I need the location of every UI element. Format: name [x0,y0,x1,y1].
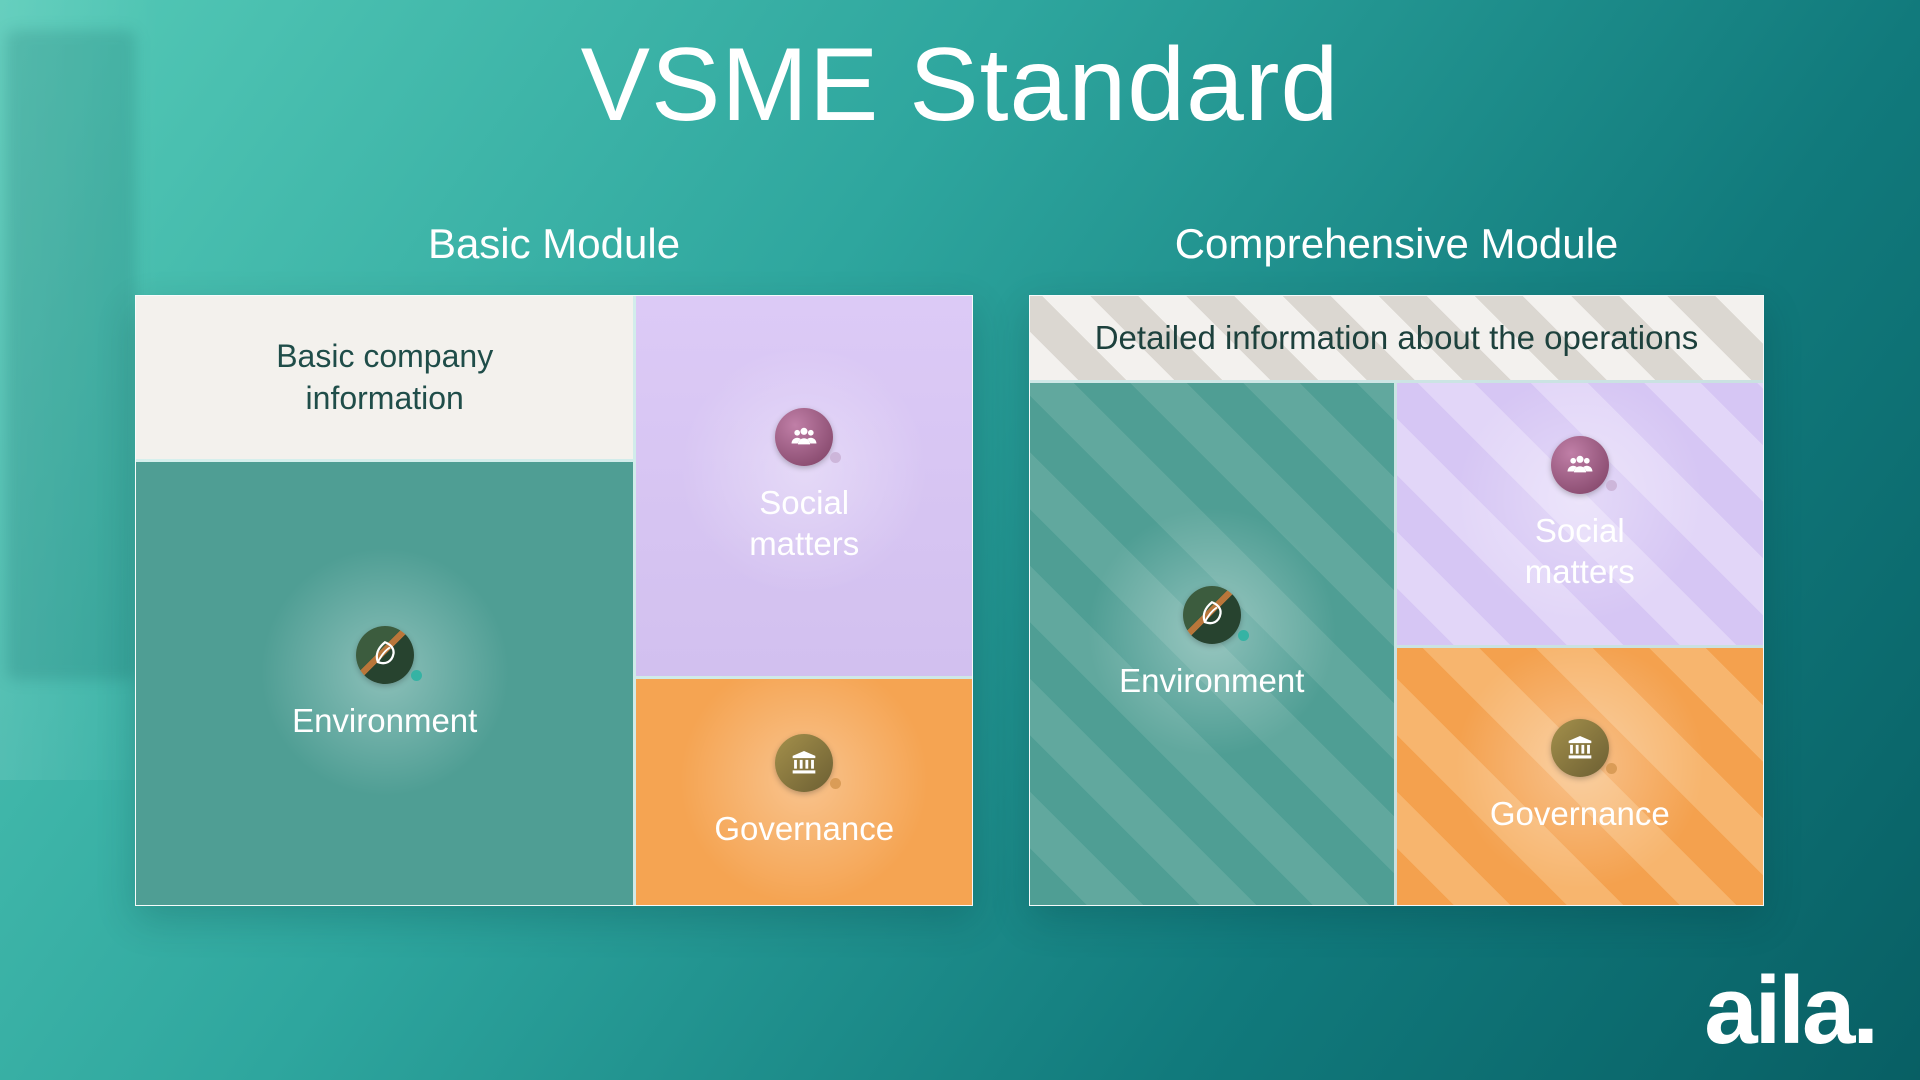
social-badge [775,407,842,466]
comprehensive-module-body: Environment [1030,383,1763,905]
detailed-information-band: Detailed information about the operation… [1030,296,1763,380]
comprehensive-module-heading: Comprehensive Module [1174,220,1619,267]
environment-label: Environment [292,701,478,739]
environment-dot [410,669,422,681]
governance-badge [1550,718,1617,777]
comprehensive-environment-cell: Environment [1030,383,1394,905]
basic-module-heading: Basic Module [427,220,681,267]
basic-governance-cell: Governance [636,679,972,905]
leaf-icon [375,640,395,665]
social-dot [1605,479,1617,491]
governance-badge [775,734,842,793]
environment-icon-group: Environment [1119,586,1304,701]
environment-dot [1237,630,1249,642]
governance-icon-group: Governance [714,734,894,849]
basic-module-card: Basic company information Environment [135,295,973,906]
social-icon-group: Social matters [1485,435,1675,593]
governance-label: Governance [1489,794,1670,832]
environment-badge [355,625,422,684]
detailed-information-label: Detailed information about the operation… [1094,319,1699,356]
people-icon [1567,455,1593,473]
governance-dot [1605,762,1617,774]
social-dot [830,451,842,463]
bank-icon [1568,735,1592,759]
basic-module-right-column: Social matters [636,296,972,905]
comprehensive-social-matters-cell: Social matters [1396,383,1763,645]
governance-label: Governance [714,810,895,848]
comprehensive-governance-cell: Governance [1396,648,1763,905]
social-matters-label: Social matters [749,483,860,562]
bank-icon [792,751,816,774]
basic-social-matters-cell: Social matters [636,296,972,676]
social-badge [1550,435,1617,494]
social-icon-group: Social matters [709,407,899,565]
governance-dot [830,778,842,790]
environment-icon-group: Environment [292,625,478,741]
social-matters-label: Social matters [1524,511,1635,590]
basic-module-left-column: Basic company information Environment [136,296,634,905]
page-title: VSME Standard [580,27,1340,143]
basic-environment-cell: Environment [136,462,634,905]
environment-label: Environment [1119,662,1305,700]
governance-icon-group: Governance [1489,718,1670,834]
people-icon [791,427,817,445]
basic-company-information-label: Basic company information [276,337,494,416]
environment-badge [1182,586,1249,645]
comprehensive-module-right-column: Social matters [1396,383,1763,905]
comprehensive-module-card: Detailed information about the operation… [1029,295,1764,906]
basic-company-information-block: Basic company information [136,296,634,459]
aila-logo: aila. [1704,957,1879,1064]
leaf-icon [1202,601,1222,625]
